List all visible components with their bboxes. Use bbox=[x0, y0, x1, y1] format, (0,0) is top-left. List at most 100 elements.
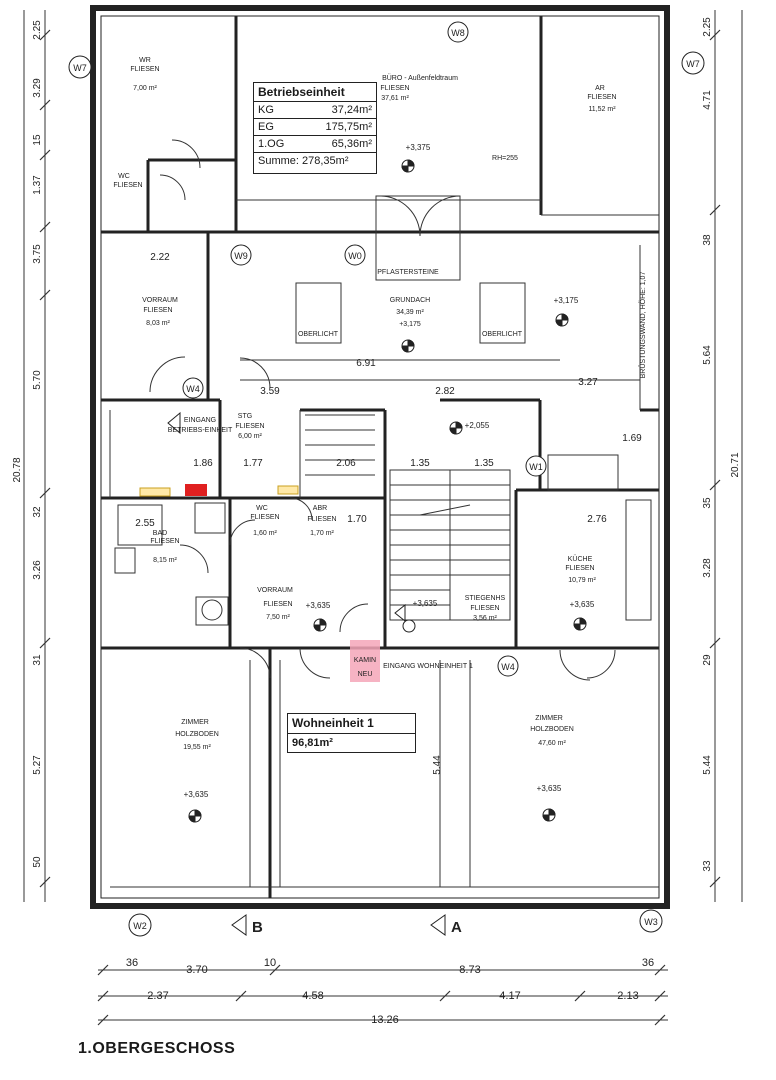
dim-inner: 1.70 bbox=[347, 514, 367, 525]
row-label: 1.OG bbox=[258, 138, 285, 150]
dim-right: 4.71 bbox=[702, 90, 713, 110]
room-vorraum-top-area: 8,03 m² bbox=[146, 320, 170, 327]
level-label: +2,055 bbox=[465, 421, 490, 430]
dim-left: 31 bbox=[32, 654, 43, 666]
kamin-sub-label: NEU bbox=[358, 671, 373, 678]
dim-right: 20.71 bbox=[730, 452, 741, 477]
room-wc-mid-name: WC bbox=[256, 505, 268, 512]
dim-right: 5.44 bbox=[702, 755, 713, 775]
dims-left: 2.25 3.29 1.37 15 3.75 5.70 20.78 32 3.2… bbox=[12, 20, 43, 868]
room-bad-name: BAD bbox=[153, 530, 167, 537]
dim-left: 1.37 bbox=[32, 175, 43, 195]
room-eingang-betrieb-name: EINGANG bbox=[184, 417, 216, 424]
dim-left: 15 bbox=[32, 134, 43, 146]
room-vorraum-top-floor: FLIESEN bbox=[143, 307, 172, 314]
level-label: +3,635 bbox=[570, 600, 595, 609]
dim-inner: 1.35 bbox=[410, 458, 430, 469]
dim-bottom: 10 bbox=[264, 957, 276, 969]
room-zimmer-left-name: ZIMMER bbox=[181, 719, 209, 726]
dim-inner: 5.44 bbox=[432, 755, 443, 775]
dim-inner: 1.77 bbox=[243, 458, 263, 469]
dim-left: 2.25 bbox=[32, 20, 43, 40]
room-buero-area: 37,61 m² bbox=[381, 95, 409, 102]
section-arrows bbox=[167, 411, 446, 936]
axis-marker: W0 bbox=[348, 251, 362, 261]
row-value: 65,36m² bbox=[331, 138, 372, 150]
room-eingang-betrieb-sub: BETRIEBS-EINHEIT bbox=[168, 427, 233, 434]
dim-left: 5.70 bbox=[32, 370, 43, 390]
dim-bottom: 8.73 bbox=[459, 964, 480, 976]
dim-right: 29 bbox=[702, 654, 713, 666]
dim-bottom: 2.13 bbox=[617, 990, 638, 1002]
dim-left: 5.27 bbox=[32, 755, 43, 775]
sum-label: Summe: 278,35m² bbox=[258, 155, 349, 167]
dim-bottom: 13.26 bbox=[371, 1014, 399, 1026]
room-abr-area: 1,70 m² bbox=[310, 530, 334, 537]
level-label: +3,175 bbox=[554, 296, 579, 305]
room-wc-mid-floor: FLIESEN bbox=[250, 514, 279, 521]
room-buero-floor: FLIESEN bbox=[380, 85, 409, 92]
level-label: +3,635 bbox=[306, 601, 331, 610]
dim-right: 3.28 bbox=[702, 558, 713, 578]
dim-left: 32 bbox=[32, 506, 43, 518]
dims-right: 2.25 4.71 38 5.64 20.71 35 3.28 29 5.44 … bbox=[702, 17, 741, 872]
axis-marker: W8 bbox=[451, 28, 465, 38]
dim-left: 50 bbox=[32, 856, 43, 868]
dim-inner: 2.55 bbox=[135, 518, 155, 529]
outer-walls bbox=[90, 5, 670, 909]
room-buero-rh: RH=255 bbox=[492, 155, 518, 162]
dim-inner: 2.82 bbox=[435, 386, 455, 397]
room-wc-small-floor: FLIESEN bbox=[113, 182, 142, 189]
room-vorraum-mid-floor: FLIESEN bbox=[263, 601, 292, 608]
section-marker-b: B bbox=[252, 919, 263, 936]
axis-marker: W7 bbox=[686, 59, 700, 69]
room-zimmer-right-area: 47,60 m² bbox=[538, 740, 566, 747]
room-vorraum-top-name: VORRAUM bbox=[142, 297, 178, 304]
room-abr-floor: FLIESEN bbox=[307, 516, 336, 523]
window-marker-yellow-2 bbox=[277, 485, 299, 495]
room-wc-top-floor: FLIESEN bbox=[130, 66, 159, 73]
section-marker-a: A bbox=[451, 919, 462, 936]
thin-lines bbox=[109, 195, 659, 888]
dim-bottom: 36 bbox=[126, 957, 138, 969]
dim-inner: 1.86 bbox=[193, 458, 213, 469]
room-kueche-name: KÜCHE bbox=[568, 555, 593, 563]
room-stg-area: 6,00 m² bbox=[238, 433, 262, 440]
dim-left: 3.75 bbox=[32, 244, 43, 264]
room-kueche-area: 10,79 m² bbox=[568, 577, 596, 584]
bruestung-label: BRÜSTUNGSWAND, HÖHE: 1,07 bbox=[639, 272, 647, 379]
room-kueche-floor: FLIESEN bbox=[565, 565, 594, 572]
dim-bottom: 3.70 bbox=[186, 964, 207, 976]
level-symbols bbox=[188, 159, 587, 823]
kamin-label: KAMIN bbox=[354, 657, 376, 664]
wohneinheit-box: Wohneinheit 1 96,81m² bbox=[287, 713, 416, 753]
axis-marker: W3 bbox=[644, 917, 658, 927]
wohneinheit-area: 96,81m² bbox=[292, 737, 333, 749]
dim-inner: 2.22 bbox=[150, 252, 170, 263]
axis-marker: W1 bbox=[529, 462, 543, 472]
level-label: +3,635 bbox=[413, 599, 438, 608]
dim-inner: 3.27 bbox=[578, 377, 598, 388]
room-stg-floor: FLIESEN bbox=[235, 423, 264, 430]
axis-markers: W7 W7 W8 W9 W0 W1 W4 W4 W2 W3 bbox=[73, 28, 700, 931]
axis-marker: W4 bbox=[501, 662, 515, 672]
room-wc-top-area: 7,00 m² bbox=[133, 85, 157, 92]
room-wc-mid-area: 1,60 m² bbox=[253, 530, 277, 537]
room-stiegenhaus-name: STIEGENHS bbox=[465, 595, 506, 602]
betriebseinheit-sum: Summe: 278,35m² bbox=[254, 153, 376, 169]
betriebseinheit-row-kg: KG 37,24m² bbox=[254, 102, 376, 119]
betriebseinheit-title: Betriebseinheit bbox=[254, 83, 376, 102]
room-wc-top-name: WR bbox=[139, 57, 151, 64]
dim-right: 35 bbox=[702, 497, 713, 509]
dim-inner: 2.76 bbox=[587, 514, 607, 525]
dim-left: 3.26 bbox=[32, 560, 43, 580]
pflastersteine-label: PFLASTERSTEINE bbox=[377, 269, 439, 276]
room-labels: WR FLIESEN 7,00 m² BÜRO - Außenfeldtraum… bbox=[113, 57, 616, 751]
oberlicht-label-right: OBERLICHT bbox=[482, 331, 523, 338]
dim-right: 33 bbox=[702, 860, 713, 872]
dim-bottom: 4.17 bbox=[499, 990, 520, 1002]
dim-bottom: 36 bbox=[642, 957, 654, 969]
level-labels: +3,375 +3,175 +2,055 +3,635 +3,635 +3,63… bbox=[184, 143, 595, 799]
axis-marker: W2 bbox=[133, 921, 147, 931]
